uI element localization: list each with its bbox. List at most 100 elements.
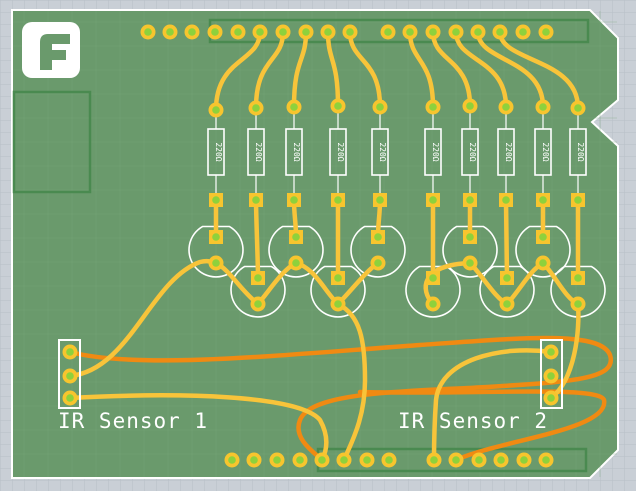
top-header-pin[interactable] [275,24,291,40]
resistor-value-label: 220Ω [468,142,477,161]
ir-sensor-1-pin[interactable] [62,344,78,360]
top-header-pin[interactable] [425,24,441,40]
ir-sensor-1-label: IR Sensor 1 [58,409,208,433]
led-anode-pad[interactable] [251,271,265,285]
top-header-pin[interactable] [230,24,246,40]
resistor-header-trace [475,29,546,110]
resistor-pin[interactable] [463,193,477,207]
bottom-header-pin[interactable] [538,452,554,468]
bottom-header-pin[interactable] [381,452,397,468]
top-header-pin[interactable] [538,24,554,40]
led-cathode-pad[interactable] [330,296,346,312]
resistor-pin[interactable] [208,102,224,118]
led-anode-pad[interactable] [331,271,345,285]
ir-sensor-1-header[interactable] [58,339,81,409]
led-cathode-pad[interactable] [208,255,224,271]
sensor2-trace [548,301,581,401]
bottom-header-pin[interactable] [246,452,262,468]
resistor-pin[interactable] [372,99,388,115]
resistor-pin[interactable] [209,193,223,207]
top-header-pin[interactable] [298,24,314,40]
led-cathode-pad[interactable] [425,296,441,312]
led-outline [515,225,571,278]
resistor-header-trace [347,29,383,110]
led-cathode-pad[interactable] [499,296,515,312]
resistor-pin[interactable] [286,99,302,115]
resistor-pin[interactable] [536,193,550,207]
led-anode-pad[interactable] [371,230,385,244]
top-header-pin[interactable] [448,24,464,40]
ir-sensor-1-pin[interactable] [62,368,78,384]
top-header-pin[interactable] [207,24,223,40]
top-header-pin[interactable] [470,24,486,40]
led-anode-pad[interactable] [289,230,303,244]
resistor-pin[interactable] [571,193,585,207]
led-cathode-pad[interactable] [535,255,551,271]
top-header-pin[interactable] [492,24,508,40]
resistor-pin[interactable] [499,193,513,207]
top-header-pin[interactable] [320,24,336,40]
top-header-pin[interactable] [380,24,396,40]
bottom-header-pin[interactable] [493,452,509,468]
ir-sensor-2-pin[interactable] [543,368,559,384]
top-header-pin[interactable] [162,24,178,40]
bottom-header-pin[interactable] [314,452,330,468]
pads-layer [62,24,586,468]
bottom-header-pin[interactable] [471,452,487,468]
top-header-pin[interactable] [515,24,531,40]
resistor-pin[interactable] [535,99,551,115]
resistor-value-label: 220Ω [292,142,301,161]
ir-sensor-2-pin[interactable] [543,390,559,406]
bottom-header-pin[interactable] [224,452,240,468]
resistor-pin[interactable] [373,193,387,207]
led-cathode-pad[interactable] [570,296,586,312]
resistor-header-trace [253,29,286,111]
ir-sensor-2-pin[interactable] [543,344,559,360]
led-cathode-pad[interactable] [250,296,266,312]
resistor-pin[interactable] [248,100,264,116]
led-resistor-trace [253,197,261,281]
led-resistor-trace [503,197,510,281]
resistor-pin[interactable] [570,100,586,116]
resistor-pin[interactable] [498,99,514,115]
silkscreen-layer [188,106,606,318]
led-cathode-pad[interactable] [462,255,478,271]
ir-sensor-2-label: IR Sensor 2 [398,409,548,433]
bottom-header-pin[interactable] [359,452,375,468]
bottom-header-pin[interactable] [426,452,442,468]
resistor-pin[interactable] [426,193,440,207]
sensor1-signal-trace [335,301,368,463]
led-anode-pad[interactable] [500,271,514,285]
led-outline [405,265,461,318]
top-header-pin[interactable] [184,24,200,40]
resistor-pin[interactable] [249,193,263,207]
bottom-header-pin[interactable] [336,452,352,468]
resistor-pin[interactable] [425,99,441,115]
resistor-value-label: 220Ω [504,142,513,161]
ir-sensor-2-header[interactable] [540,339,563,409]
ir-sensor-1-pin[interactable] [62,390,78,406]
resistor-pin[interactable] [330,98,346,114]
resistor-pin[interactable] [287,193,301,207]
resistor-header-trace [213,29,263,113]
bottom-header-pin[interactable] [448,452,464,468]
fritzing-f-logo-icon [22,22,80,78]
top-header-pin[interactable] [252,24,268,40]
resistor-pin[interactable] [462,98,478,114]
led-anode-pad[interactable] [571,271,585,285]
bottom-header-pin[interactable] [269,452,285,468]
resistor-pin[interactable] [331,193,345,207]
bottom-header-pin[interactable] [516,452,532,468]
led-anode-pad[interactable] [426,271,440,285]
top-header-pin[interactable] [342,24,358,40]
resistor-value-label: 220Ω [378,142,387,161]
led-cathode-pad[interactable] [370,255,386,271]
top-header-pin[interactable] [402,24,418,40]
top-header-pin[interactable] [140,24,156,40]
led-cathode-pad[interactable] [288,255,304,271]
led-anode-pad[interactable] [209,230,223,244]
led-anode-pad[interactable] [536,230,550,244]
bottom-header-pin[interactable] [292,452,308,468]
led-anode-pad[interactable] [463,230,477,244]
